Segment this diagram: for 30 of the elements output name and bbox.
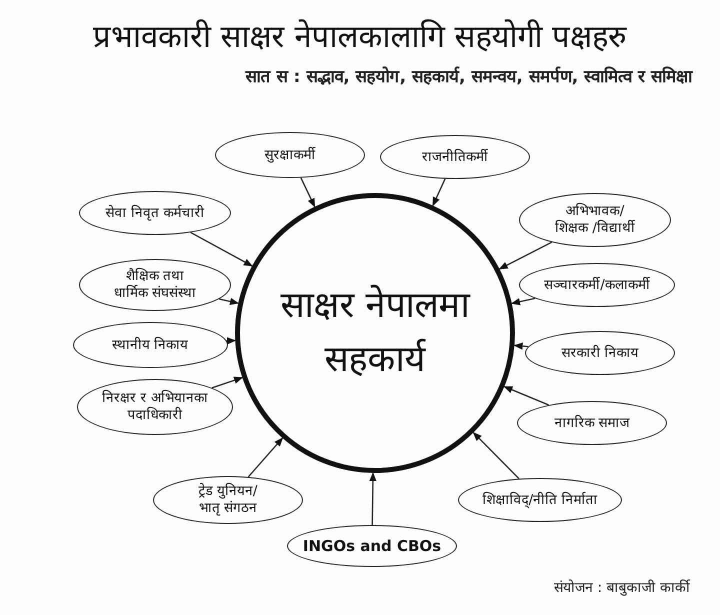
partner-ellipse: शैक्षिक तथा धार्मिक संघसंस्था: [79, 259, 231, 311]
partner-ellipse: सञ्चारकर्मी/कलाकर्मी: [519, 263, 675, 307]
partner-ellipse: सुरक्षाकर्मी: [215, 132, 365, 178]
central-circle: साक्षर नेपालमा सहकार्य: [235, 193, 515, 473]
partner-ellipse: सेवा निवृत कर्मचारी: [79, 191, 231, 235]
credit-note: संयोजन : बाबुकाजी कार्की: [554, 578, 690, 596]
title: प्रभावकारी साक्षर नेपालकालागि सहयोगी पक्षहरु: [92, 18, 628, 56]
arrow: [212, 376, 244, 389]
partner-ellipse: अभिभावक/शिक्षक /विद्यार्थी: [519, 193, 671, 247]
arrow: [432, 178, 446, 206]
partner-ellipse: राजनीतिकर्मी: [380, 135, 530, 179]
partner-ellipse: ट्रेड युनियन/ भातृ संगठन: [153, 476, 303, 524]
arrow: [248, 437, 284, 478]
arrow: [218, 298, 240, 305]
arrow: [472, 432, 520, 480]
arrow: [514, 342, 528, 350]
partner-ellipse: INGOs and CBOs: [287, 525, 457, 567]
partner-ellipse: निरक्षर र अभियानका पदाधिकारी: [77, 379, 233, 435]
partner-ellipse: शिक्षाविद्/नीति निर्माता: [458, 478, 622, 522]
arrow: [498, 242, 552, 270]
arrow: [190, 232, 253, 267]
partner-ellipse: स्थानीय निकाय: [72, 322, 228, 368]
arrow: [300, 178, 316, 208]
partner-ellipse: सरकारी निकाय: [525, 331, 675, 375]
arrow: [226, 337, 236, 344]
partner-ellipse: नागरिक समाज: [517, 401, 667, 445]
subtitle: सात स : सद्भाव, सहयोग, सहकार्य, समन्वय, समर्पण, स्वामित्व र समिक्षा: [246, 66, 692, 87]
arrow: [369, 472, 377, 525]
arrow: [503, 386, 549, 406]
arrow: [510, 298, 536, 306]
